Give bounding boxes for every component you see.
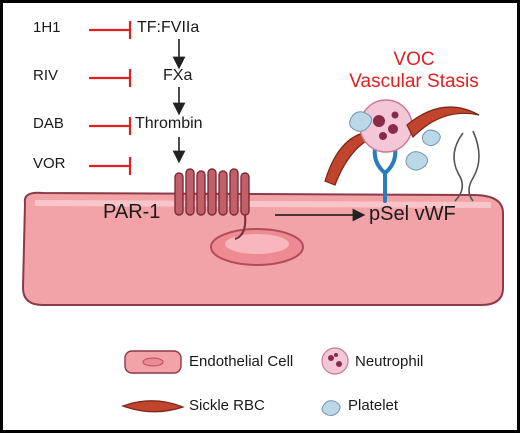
legend-endothelial-icon [124, 350, 182, 374]
sickle-rbc-right [406, 106, 480, 139]
cascade-thrombin: Thrombin [135, 115, 203, 132]
legend-endothelial-label: Endothelial Cell [189, 353, 294, 370]
inhibit-arrow-1h1 [89, 21, 132, 39]
cascade-fxa: FXa [163, 67, 193, 84]
platelet-1 [349, 111, 373, 132]
legend-neutrophil-label: Neutrophil [355, 353, 424, 370]
outcome-voc: VOC [393, 49, 435, 70]
cascade-tf-fviia: TF:FVIIa [137, 19, 200, 36]
inhibitor-1h1: 1H1 [33, 19, 61, 36]
outcome-title: VOC Vascular Stasis [339, 49, 489, 93]
platelet-2 [405, 151, 429, 171]
selectin [372, 146, 398, 203]
endothelial-cell [21, 191, 504, 306]
inhibit-arrow-vor [89, 157, 132, 175]
par1-receptor [174, 168, 250, 240]
legend-sickle-rbc-label: Sickle RBC [189, 397, 265, 414]
legend-sickle-rbc-icon [121, 400, 185, 413]
diagram-canvas [21, 21, 504, 417]
par1-label: PAR-1 [103, 201, 161, 223]
outcome-vascular-stasis: Vascular Stasis [349, 71, 479, 92]
inhibitor-vor: VOR [33, 155, 66, 172]
legend-icons [121, 347, 349, 417]
legend-neutrophil-icon [321, 347, 349, 375]
inhibitor-riv: RIV [33, 67, 59, 84]
legend-platelet-icon [321, 400, 341, 417]
effect-label: pSel vWF [369, 203, 456, 225]
vwf-strand [453, 132, 464, 202]
inhibit-arrow-riv [89, 69, 132, 87]
inhibition-arrows [89, 21, 132, 175]
inhibitor-dab: DAB [33, 115, 64, 132]
legend-platelet-label: Platelet [348, 397, 399, 414]
platelet-3 [421, 129, 441, 147]
inhibit-arrow-dab [89, 117, 132, 135]
adhesion-cluster [324, 99, 480, 203]
